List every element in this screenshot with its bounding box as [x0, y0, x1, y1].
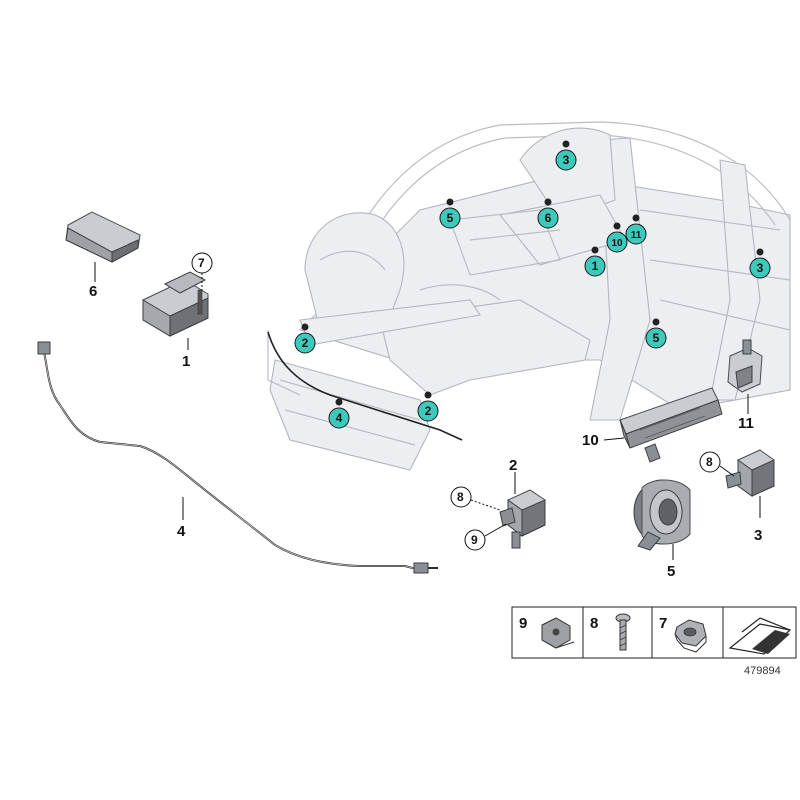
- hotspot-3[interactable]: 3: [749, 248, 771, 279]
- hotspot-2[interactable]: 2: [294, 323, 316, 354]
- legend-item-9-label: 9: [519, 615, 527, 632]
- legend-item-7-label: 7: [659, 615, 667, 632]
- hotspot-6[interactable]: 6: [537, 198, 559, 229]
- hotspot-4[interactable]: 4: [328, 398, 350, 429]
- hotspot-fastener-icon: [591, 246, 599, 254]
- hotspot-2[interactable]: 2: [417, 391, 439, 422]
- hotspot-fastener-icon: [424, 391, 432, 399]
- part-11-label: 11: [738, 415, 754, 432]
- hotspot-circle[interactable]: [294, 332, 316, 354]
- part-1-control-unit: [142, 271, 209, 337]
- hotspot-1[interactable]: 1: [584, 246, 606, 277]
- hotspot-fastener-icon: [613, 222, 621, 230]
- hotspot-label: 6: [545, 211, 552, 225]
- part-9-label: 9: [471, 533, 478, 547]
- hotspot-fastener-icon: [544, 198, 552, 206]
- part-8-callout-b: [699, 451, 721, 473]
- clip-nut-icon: [541, 617, 575, 649]
- hex-nut-icon: [674, 619, 707, 653]
- part-3-label: 3: [754, 527, 762, 544]
- small-parts-legend: 9 8 7: [511, 606, 797, 659]
- hotspot-label: 2: [425, 404, 432, 418]
- hotspot-fastener-icon: [301, 323, 309, 331]
- hotspot-label: 3: [563, 153, 570, 167]
- part-3-sensor: [725, 449, 775, 497]
- part-7-callout-label: 7: [198, 256, 205, 270]
- part-8-callout-a: [450, 486, 472, 508]
- part-10-bracket: [619, 387, 723, 463]
- hotspot-5[interactable]: 5: [439, 198, 461, 229]
- part-6-label: 6: [89, 283, 97, 300]
- part-9-callout: [464, 529, 486, 551]
- part-6-control-module: [65, 211, 141, 263]
- hotspot-11[interactable]: 11: [625, 214, 647, 245]
- hotspot-fastener-icon: [632, 214, 640, 222]
- hotspot-fastener-icon: [446, 198, 454, 206]
- hotspot-fastener-icon: [652, 318, 660, 326]
- hotspot-label: 10: [611, 238, 623, 249]
- hotspot-fastener-icon: [335, 398, 343, 406]
- hotspot-circle[interactable]: [625, 223, 647, 245]
- hotspot-circle[interactable]: [645, 327, 667, 349]
- part-2-sensor: [499, 489, 546, 549]
- part-5-sensor: [633, 479, 691, 551]
- part-8-label-a: 8: [457, 490, 464, 504]
- hotspot-circle[interactable]: [584, 255, 606, 277]
- hotspot-circle[interactable]: [417, 400, 439, 422]
- hotspot-5[interactable]: 5: [645, 318, 667, 349]
- hotspot-label: 11: [631, 230, 642, 241]
- part-1-label: 1: [182, 353, 190, 370]
- hotspot-label: 1: [592, 259, 599, 273]
- reference-number: 479894: [744, 665, 781, 677]
- part-5-label: 5: [667, 563, 675, 580]
- sensor-tube-on-bumper: [267, 331, 463, 441]
- part-10-label: 10: [582, 432, 599, 449]
- hotspot-circle[interactable]: [606, 231, 628, 253]
- screw-icon: [615, 613, 631, 651]
- hotspot-circle[interactable]: [439, 207, 461, 229]
- part-2-label: 2: [509, 457, 517, 474]
- hotspot-fastener-icon: [756, 248, 764, 256]
- part-11-bracket: [727, 339, 763, 393]
- hotspot-circle[interactable]: [555, 149, 577, 171]
- hotspot-label: 4: [336, 411, 343, 425]
- hotspot-circle[interactable]: [537, 207, 559, 229]
- hotspot-label: 2: [302, 336, 309, 350]
- legend-item-8-label: 8: [590, 615, 598, 632]
- hotspot-label: 5: [447, 211, 454, 225]
- hotspot-circle[interactable]: [328, 407, 350, 429]
- hotspot-label: 5: [653, 331, 660, 345]
- part-4-sensor-tube: [37, 341, 438, 574]
- part-4-label: 4: [177, 523, 186, 540]
- orientation-symbol-icon: [728, 617, 792, 655]
- hotspot-10[interactable]: 10: [606, 222, 628, 253]
- hotspot-circle[interactable]: [749, 257, 771, 279]
- hotspot-fastener-icon: [562, 140, 570, 148]
- hotspot-label: 3: [757, 261, 764, 275]
- hotspot-3[interactable]: 3: [555, 140, 577, 171]
- part-8-label-b: 8: [706, 455, 713, 469]
